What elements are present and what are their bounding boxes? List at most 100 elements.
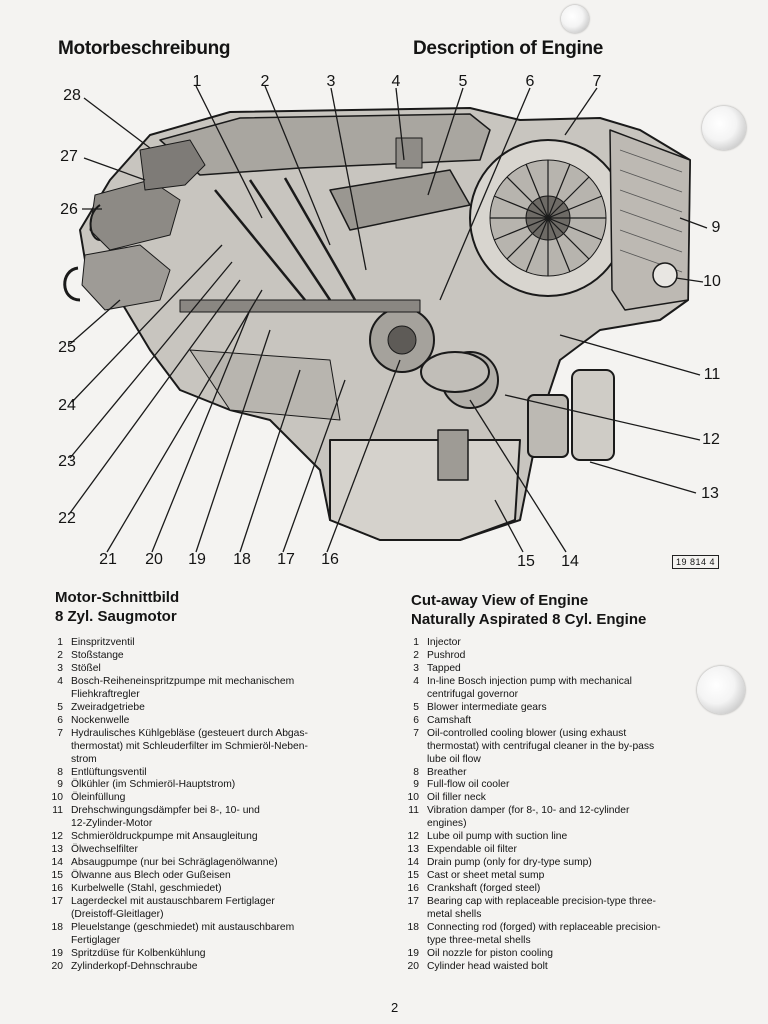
list-item-number: 16 [407,883,419,895]
list-item: 15 Ölwanne aus Blech oder Gußeisen [45,870,395,883]
list-item-number: 8 [57,766,63,778]
list-item-text: Schmieröldruckpumpe mit Ansaugleitung [71,831,258,843]
list-item-number: 4 [413,675,419,687]
list-item-text: Tapped [427,662,461,674]
list-item: 12 Lube oil pump with suction line [401,831,741,844]
list-item: 6 Nockenwelle [45,715,395,728]
list-item-text: Zweiradgetriebe [71,701,145,713]
list-item-number: 19 [51,947,63,959]
list-item-number: 18 [407,921,419,933]
list-item-number: 6 [57,714,63,726]
list-item-number: 10 [407,792,419,804]
list-item-number: 7 [57,727,63,739]
list-item-number: 4 [57,675,63,687]
callout-number: 23 [58,453,76,470]
list-item-text: Stoßstange [71,649,124,661]
list-item-number: 17 [51,896,63,908]
list-item-number: 12 [51,831,63,843]
page-number: 2 [391,1000,399,1015]
callout-number: 16 [321,551,339,568]
list-item-number: 5 [57,701,63,713]
list-item-number: 11 [52,805,63,817]
list-item-text: Crankshaft (forged steel) [427,883,541,895]
list-item-text: Entlüftungsventil [71,766,147,778]
list-item: 2 Stoßstange [45,650,395,663]
callout-number: 15 [517,553,535,570]
list-item-number: 18 [51,921,63,933]
list-item-text: Full-flow oil cooler [427,779,510,791]
list-item-text: Stößel [71,662,101,674]
callout-number: 3 [326,73,336,90]
list-item: 10 Oil filler neck [401,792,741,805]
callout-number: 17 [277,551,295,568]
list-item-text: Kurbelwelle (Stahl, geschmiedet) [71,883,222,895]
section-title-english: Cut-away View of Engine Naturally Aspira… [411,591,646,629]
list-item-number: 15 [51,870,63,882]
list-item-number: 8 [413,766,419,778]
section-title-german-line2: 8 Zyl. Saugmotor [55,608,177,625]
callout-number: 6 [525,73,535,90]
list-item: 5 Zweiradgetriebe [45,702,395,715]
page-title-german: Motorbeschreibung [58,38,231,59]
list-item-text: Ölwanne aus Blech oder Gußeisen [71,870,231,882]
list-item-text: Connecting rod (forged) with replaceable… [427,921,661,946]
callout-number: 22 [58,510,76,527]
callout-number: 28 [63,87,81,104]
list-item-text: Öleinfüllung [71,792,126,804]
list-item-text: Zylinderkopf-Dehnschraube [71,960,198,972]
list-item-number: 12 [407,831,419,843]
list-item: 1 Injector [401,637,741,650]
section-title-german: Motor-Schnittbild 8 Zyl. Saugmotor [55,588,179,626]
list-item: 8 Entlüftungsventil [45,767,395,780]
list-item-text: Drain pump (only for dry-type sump) [427,857,592,869]
list-item-text: Spritzdüse für Kolbenkühlung [71,947,206,959]
list-item-number: 14 [51,857,63,869]
list-item: 4 In-line Bosch injection pump with mecha… [401,676,741,702]
list-item-text: Bearing cap with replaceable precision-t… [427,896,656,921]
list-item-text: Ölkühler (im Schmieröl-Hauptstrom) [71,779,236,791]
list-item-text: Ölwechselfilter [71,844,138,856]
list-item-text: Lube oil pump with suction line [427,831,568,843]
list-item-text: Injector [427,637,461,648]
punch-hole-icon [702,106,746,150]
punch-hole-icon [561,5,589,33]
list-item-text: Cylinder head waisted bolt [427,960,548,972]
list-item-number: 13 [51,844,63,856]
callout-number: 5 [458,73,468,90]
list-item-text: Nockenwelle [71,714,130,726]
list-item-text: Oil filler neck [427,792,486,804]
list-item-text: Absaugpumpe (nur bei Schräglagenölwanne) [71,857,278,869]
list-item: 14 Absaugpumpe (nur bei Schräglagenölwann… [45,857,395,870]
list-item-number: 20 [407,960,419,972]
callout-number: 7 [592,73,602,90]
list-item-text: Einspritzventil [71,637,135,648]
section-title-english-line1: Cut-away View of Engine [411,592,589,609]
list-item-number: 6 [413,714,419,726]
section-title-german-line1: Motor-Schnittbild [55,589,180,606]
callout-number: 11 [703,366,721,383]
list-item-number: 1 [413,637,419,648]
list-item-number: 2 [57,649,63,661]
callout-number: 9 [711,219,721,236]
list-item-number: 20 [51,960,63,972]
figure-reference-code: 19 814 4 [672,555,720,569]
callout-number: 1 [192,73,202,90]
list-item-number: 1 [57,637,63,648]
section-title-english-line2: Naturally Aspirated 8 Cyl. Engine [411,611,647,628]
list-item: 1 Einspritzventil [45,637,395,650]
page-title-english: Description of Engine [413,38,604,59]
list-item: 18 Connecting rod (forged) with replaceab… [401,922,741,948]
list-item-text: In-line Bosch injection pump with mechan… [427,675,632,700]
list-item-text: Vibration damper (for 8-, 10- and 12-cyl… [427,805,630,830]
